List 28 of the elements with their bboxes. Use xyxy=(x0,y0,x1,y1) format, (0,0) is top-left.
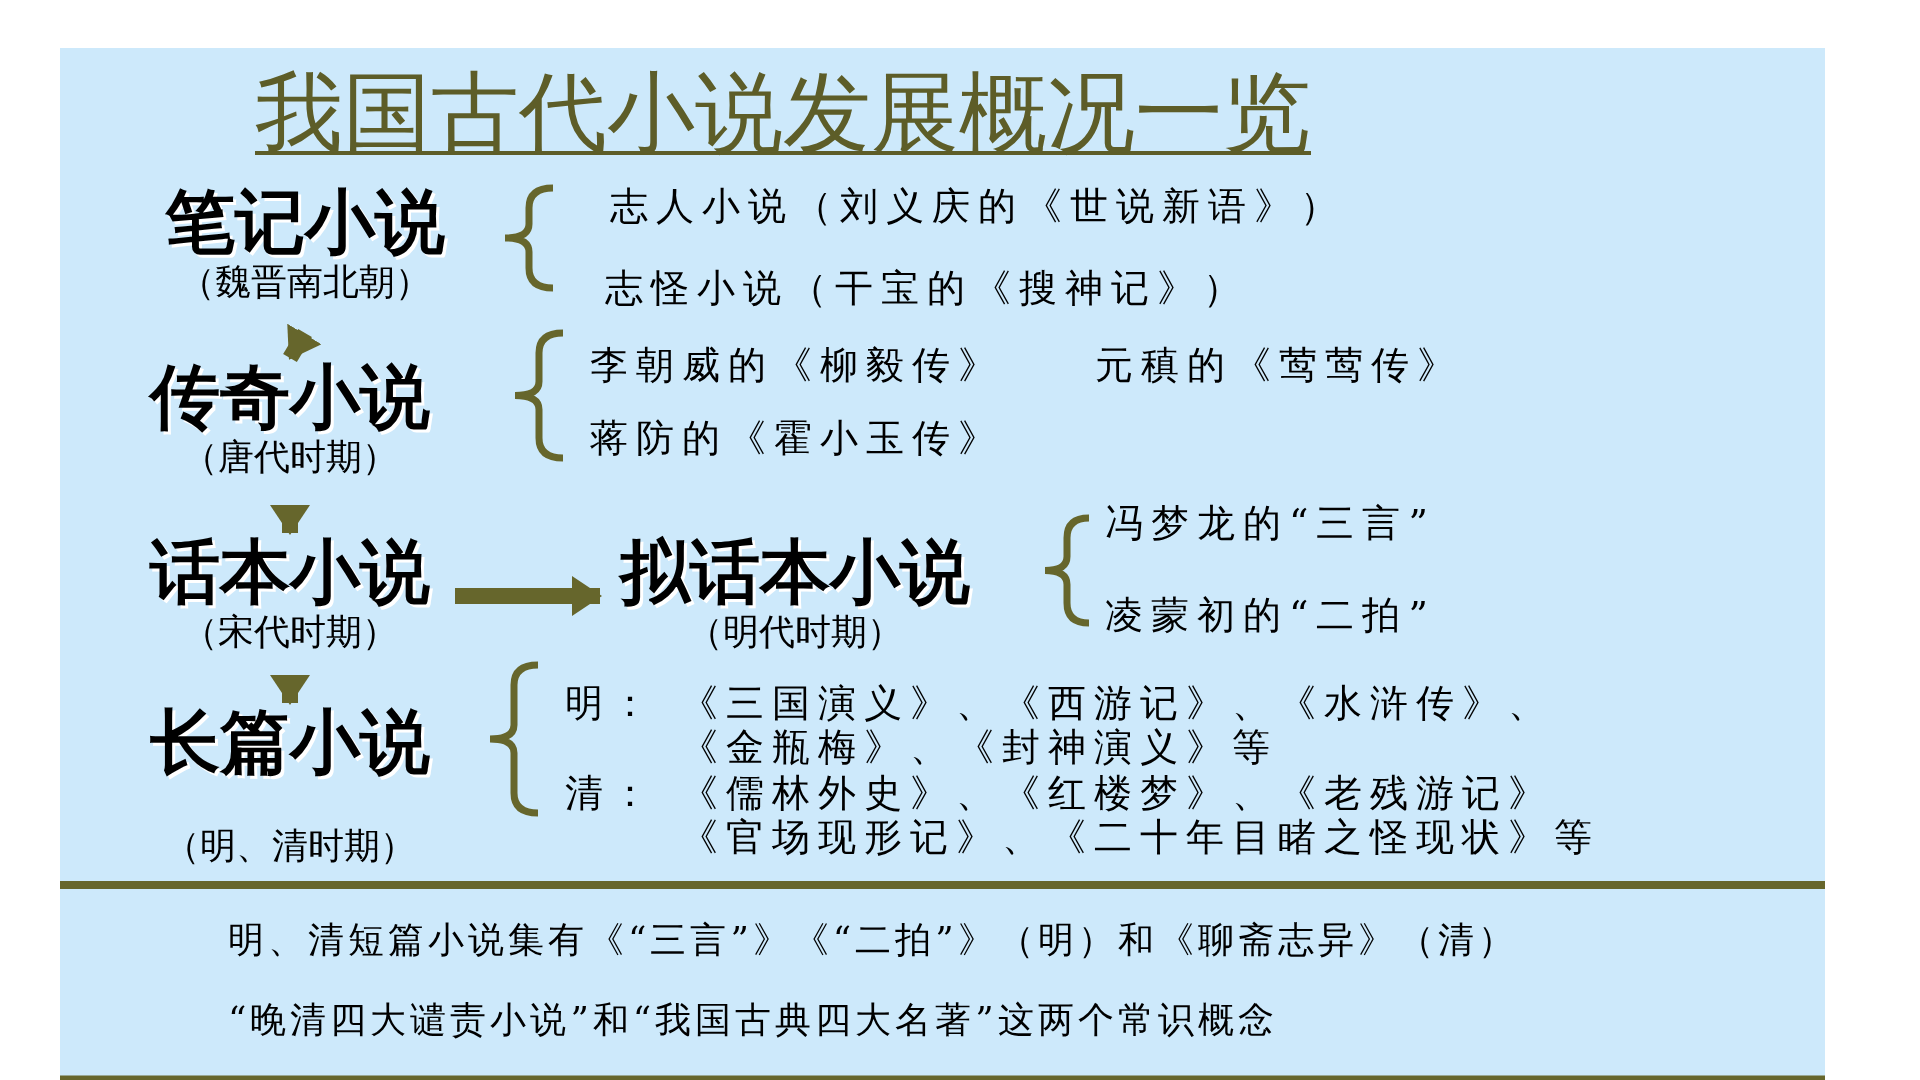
note-text: “晚清四大谴责小说”和“我国古典四大名著”这两个常识概念 xyxy=(228,998,1278,1042)
node-title: 笔记小说 xyxy=(165,183,445,260)
label-text: 蒋防的《霍小玉传》 xyxy=(590,416,1004,460)
arrow xyxy=(270,675,310,705)
note-text: 明、清短篇小说集有《“三言”》《“二拍”》（明）和《聊斋志异》（清） xyxy=(228,918,1518,962)
node-title: 拟话本小说 xyxy=(620,533,970,610)
node-subtitle: （明代时期） xyxy=(687,610,903,654)
label-text: 冯梦龙的“三言” xyxy=(1105,501,1436,545)
node-title: 传奇小说 xyxy=(150,358,430,435)
title: 我国古代小说发展概况一览 xyxy=(255,62,1311,164)
node-subtitle: （唐代时期） xyxy=(182,435,398,479)
label-text: 志人小说（刘义庆的《世说新语》） xyxy=(610,184,1346,228)
node-title: 话本小说 xyxy=(150,533,430,610)
node-title: 长篇小说 xyxy=(150,703,430,780)
arrow xyxy=(270,505,310,535)
label-text: 明： xyxy=(565,681,657,725)
label-text: 志怪小说（干宝的《搜神记》） xyxy=(605,266,1249,310)
label-text: 清： xyxy=(565,771,657,815)
label-text: 李朝威的《柳毅传》 xyxy=(590,343,1004,387)
label-text: 《三国演义》、《西游记》、《水浒传》、《金瓶梅》、《封神演义》等 xyxy=(680,681,1555,769)
node-subtitle: （魏晋南北朝） xyxy=(179,260,431,304)
node-subtitle: （宋代时期） xyxy=(182,610,398,654)
arrow xyxy=(283,323,322,363)
arrow xyxy=(455,576,602,616)
node-subtitle: （明、清时期） xyxy=(164,824,416,868)
label-text: 元稹的《莺莺传》 xyxy=(1095,343,1463,387)
label-text: 凌蒙初的“二拍” xyxy=(1105,593,1436,637)
label-text: 《儒林外史》、《红楼梦》、《老残游记》《官场现形记》、《二十年目睹之怪现状》等 xyxy=(680,771,1601,859)
